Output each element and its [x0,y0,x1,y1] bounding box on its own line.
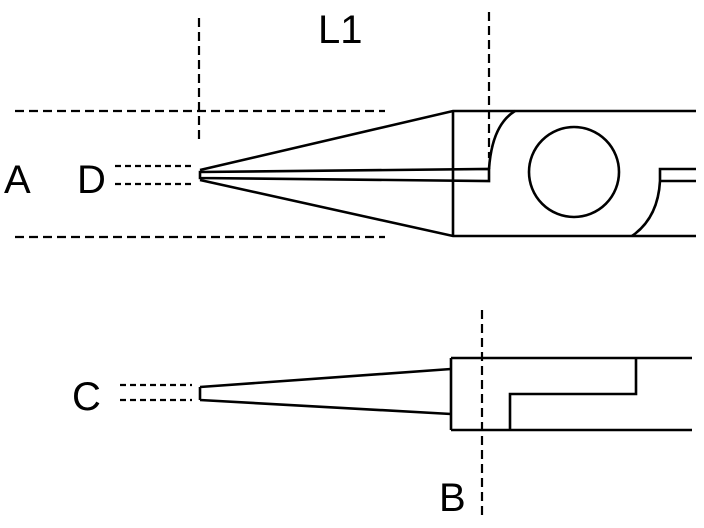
label-c: C [72,375,101,419]
label-l1: L1 [318,8,363,52]
jaw-slit [198,167,491,183]
label-b: B [439,476,466,520]
side-view: C B [72,310,692,520]
label-a: A [4,158,31,202]
joint-arc-top [487,109,516,170]
jaw-outline [199,109,696,238]
top-view: L1 A D [4,8,696,239]
side-step [508,358,638,430]
pivot-circle [527,125,621,219]
side-body-outline [449,356,692,432]
side-jaw-outline [198,367,452,416]
handle-slot [631,167,696,238]
label-d: D [77,158,106,202]
